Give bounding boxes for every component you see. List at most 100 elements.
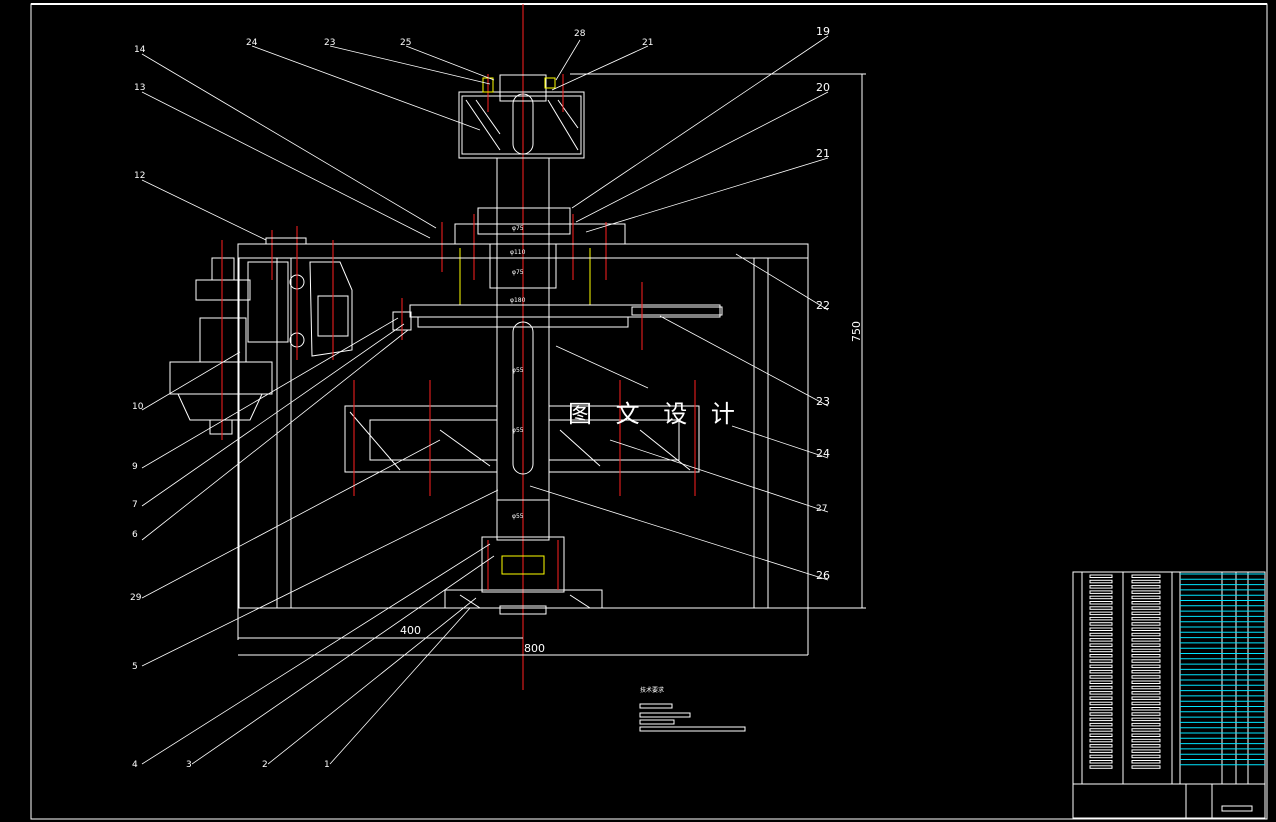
part-number: 4 [132, 760, 138, 770]
parts-list-cell [1089, 696, 1113, 700]
parts-list-cell [1131, 728, 1161, 732]
parts-list-cell [1131, 765, 1161, 769]
parts-list-cell [1089, 712, 1113, 716]
parts-list-cell [1089, 707, 1113, 711]
parts-list-cell [1131, 659, 1161, 663]
parts-list-cell [1131, 722, 1161, 727]
parts-list-cell [1089, 717, 1113, 722]
parts-list-cell [1089, 691, 1113, 695]
parts-list-cell [1089, 664, 1113, 669]
parts-list-cell [1089, 638, 1113, 642]
part-number: 20 [816, 81, 830, 94]
parts-list-cell [1131, 754, 1161, 759]
parts-list-cell [1089, 765, 1113, 769]
part-number: 21 [642, 38, 653, 48]
parts-list-cell [1131, 579, 1161, 584]
parts-list-cell [1131, 595, 1161, 600]
parts-list-cell [1089, 611, 1113, 616]
rotating-arm [392, 282, 723, 350]
part-number: 26 [816, 569, 830, 582]
parts-list-cell [1089, 680, 1113, 684]
parts-list-cell [1131, 712, 1161, 716]
dia-label: φ55 [512, 427, 524, 434]
parts-list-cell [1089, 754, 1113, 759]
parts-list-cell [1089, 616, 1113, 621]
parts-list-cell [1089, 659, 1113, 663]
part-number: 7 [132, 500, 138, 510]
parts-list-cell [1089, 585, 1113, 589]
parts-list-cell [1131, 643, 1161, 647]
part-number: 10 [132, 402, 144, 412]
part-number: 12 [134, 171, 145, 181]
part-number: 5 [132, 662, 138, 672]
parts-list-cell [1089, 738, 1113, 743]
lower-rotary-table [344, 380, 700, 496]
parts-list-cell [1089, 574, 1113, 578]
parts-list-cell [1131, 611, 1161, 616]
parts-list-cell [1089, 606, 1113, 610]
parts-list-cell [1131, 691, 1161, 695]
dia-label: φ55 [512, 513, 524, 520]
parts-list-cell [1131, 760, 1161, 764]
parts-list-cell [1131, 675, 1161, 679]
parts-list-cell [1131, 749, 1161, 753]
dia-label: φ75 [512, 269, 524, 276]
parts-list-cell [1089, 744, 1113, 748]
parts-list-cell [1131, 707, 1161, 711]
parts-list-cell [1089, 601, 1113, 605]
parts-list-cell [1089, 701, 1113, 706]
parts-list-cell [1089, 595, 1113, 600]
parts-list-cell [1089, 675, 1113, 679]
parts-list-cell [1131, 664, 1161, 669]
part-number: 25 [400, 38, 411, 48]
parts-list-cell [1131, 680, 1161, 684]
parts-list-cell [1089, 722, 1113, 727]
parts-list-cell [1131, 585, 1161, 589]
part-number: 2 [262, 760, 268, 770]
part-number: 14 [134, 45, 146, 55]
dim-height: 750 [570, 73, 866, 609]
parts-list-cell [1131, 685, 1161, 690]
parts-list-cell [1089, 669, 1113, 674]
parts-list-cell [1089, 643, 1113, 647]
parts-list-cell [1131, 616, 1161, 621]
parts-list-cell [1131, 627, 1161, 631]
part-number: 3 [186, 760, 192, 770]
parts-list-cell [1089, 622, 1113, 626]
part-number: 24 [246, 38, 258, 48]
parts-list-cell [1089, 579, 1113, 584]
watermark-text: 图 文 设 计 [568, 400, 743, 428]
parts-list-cell [1131, 701, 1161, 706]
parts-list-cell [1131, 738, 1161, 743]
dia-label: φ75 [512, 225, 524, 232]
tech-req-title: 技术要求 [640, 686, 664, 694]
parts-list-cell [1089, 654, 1113, 658]
parts-list-cell [1131, 638, 1161, 642]
parts-list-cell [1131, 717, 1161, 722]
top-housing [458, 74, 585, 159]
parts-list-cell [1131, 733, 1161, 737]
parts-list-cell [1089, 685, 1113, 690]
parts-list-cell [1089, 590, 1113, 594]
part-number: 23 [324, 38, 335, 48]
part-number: 19 [816, 25, 830, 38]
part-number: 27 [816, 504, 827, 514]
diameter-labels: φ75 φ110 φ75 φ180 φ55 φ55 φ55 [510, 225, 526, 520]
parts-list-cell [1131, 601, 1161, 605]
parts-list-cell [1089, 749, 1113, 753]
parts-list-cell [1089, 632, 1113, 637]
dim-height-text: 750 [850, 321, 863, 342]
dia-label: φ180 [510, 297, 526, 304]
parts-list-cell [1131, 590, 1161, 594]
parts-list-cell [1131, 669, 1161, 674]
leader-lines [141, 35, 829, 765]
part-number: 1 [324, 760, 330, 770]
parts-list-cell [1089, 733, 1113, 737]
dim-width: 400 800 [238, 624, 808, 656]
dim-width-text: 800 [524, 642, 545, 655]
part-number: 21 [816, 147, 830, 160]
dia-label: φ110 [510, 249, 526, 256]
parts-list-cell [1131, 696, 1161, 700]
part-number: 23 [816, 395, 830, 408]
